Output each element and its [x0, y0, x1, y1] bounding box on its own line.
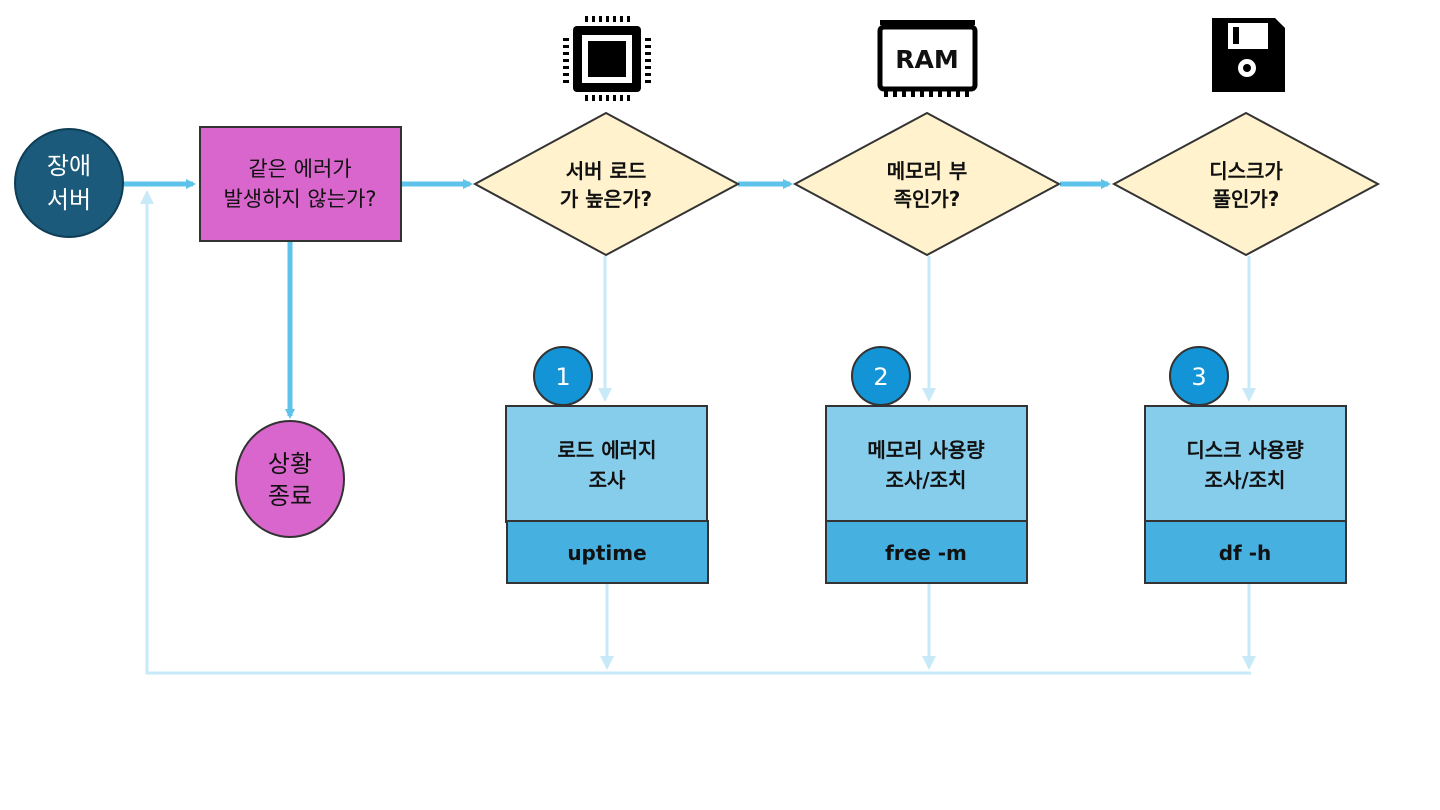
task-load-line1: 로드 에러지 — [558, 438, 657, 462]
step-badge-2-label: 2 — [873, 363, 888, 391]
task-memory-check: 메모리 사용량 조사/조치 free -m 2 — [825, 346, 1028, 584]
ram-icon: RAM — [877, 20, 978, 97]
decision-server-load-line2: 가 높은가? — [560, 187, 652, 211]
check-error-line2: 발생하지 않는가? — [223, 187, 376, 211]
step-badge-3-label: 3 — [1191, 363, 1206, 391]
task-disk-line2: 조사/조치 — [1205, 468, 1286, 492]
start-label-line2: 서버 — [47, 186, 91, 214]
end-node: 상황 종료 — [235, 420, 345, 538]
floppy-disk-icon — [1212, 18, 1285, 92]
decision-disk: 디스크가 풀인가? — [1111, 111, 1381, 257]
end-label-line2: 종료 — [268, 482, 312, 510]
task-load-check: 로드 에러지 조사 uptime 1 — [505, 346, 709, 584]
loop-back-line — [140, 190, 1251, 675]
start-label-line1: 장애 — [47, 152, 91, 180]
step-badge-2 — [851, 346, 911, 406]
task-disk-command: df -h — [1219, 541, 1272, 565]
main-flow-arrows — [124, 179, 1111, 419]
decision-memory-line1: 메모리 부 — [887, 159, 968, 183]
feedback-connectors — [140, 190, 1256, 675]
step-badge-1-label: 1 — [555, 363, 570, 391]
end-label-line1: 상황 — [268, 450, 312, 478]
decision-server-load: 서버 로드 가 높은가? — [472, 111, 741, 257]
check-error-line1: 같은 에러가 — [248, 157, 351, 181]
decision-disk-line2: 풀인가? — [1213, 187, 1280, 211]
task-load-command: uptime — [567, 541, 646, 565]
ram-icon-label: RAM — [895, 45, 958, 74]
start-node: 장애 서버 — [14, 128, 124, 238]
task-disk-line1: 디스크 사용량 — [1186, 438, 1304, 462]
check-error-node: 같은 에러가 발생하지 않는가? — [199, 126, 402, 242]
task-memory-command: free -m — [885, 541, 967, 565]
decision-memory: 메모리 부 족인가? — [792, 111, 1062, 257]
decision-disk-line1: 디스크가 — [1209, 159, 1283, 183]
task-memory-line2: 조사/조치 — [886, 468, 967, 492]
step-badge-3 — [1169, 346, 1229, 406]
cpu-icon — [563, 16, 651, 101]
task-load-line2: 조사 — [589, 468, 626, 492]
decision-server-load-line1: 서버 로드 — [566, 159, 647, 183]
task-memory-line1: 메모리 사용량 — [867, 438, 985, 462]
task-disk-check: 디스크 사용량 조사/조치 df -h 3 — [1144, 346, 1347, 584]
step-badge-1 — [533, 346, 593, 406]
decision-memory-line2: 족인가? — [894, 187, 961, 211]
